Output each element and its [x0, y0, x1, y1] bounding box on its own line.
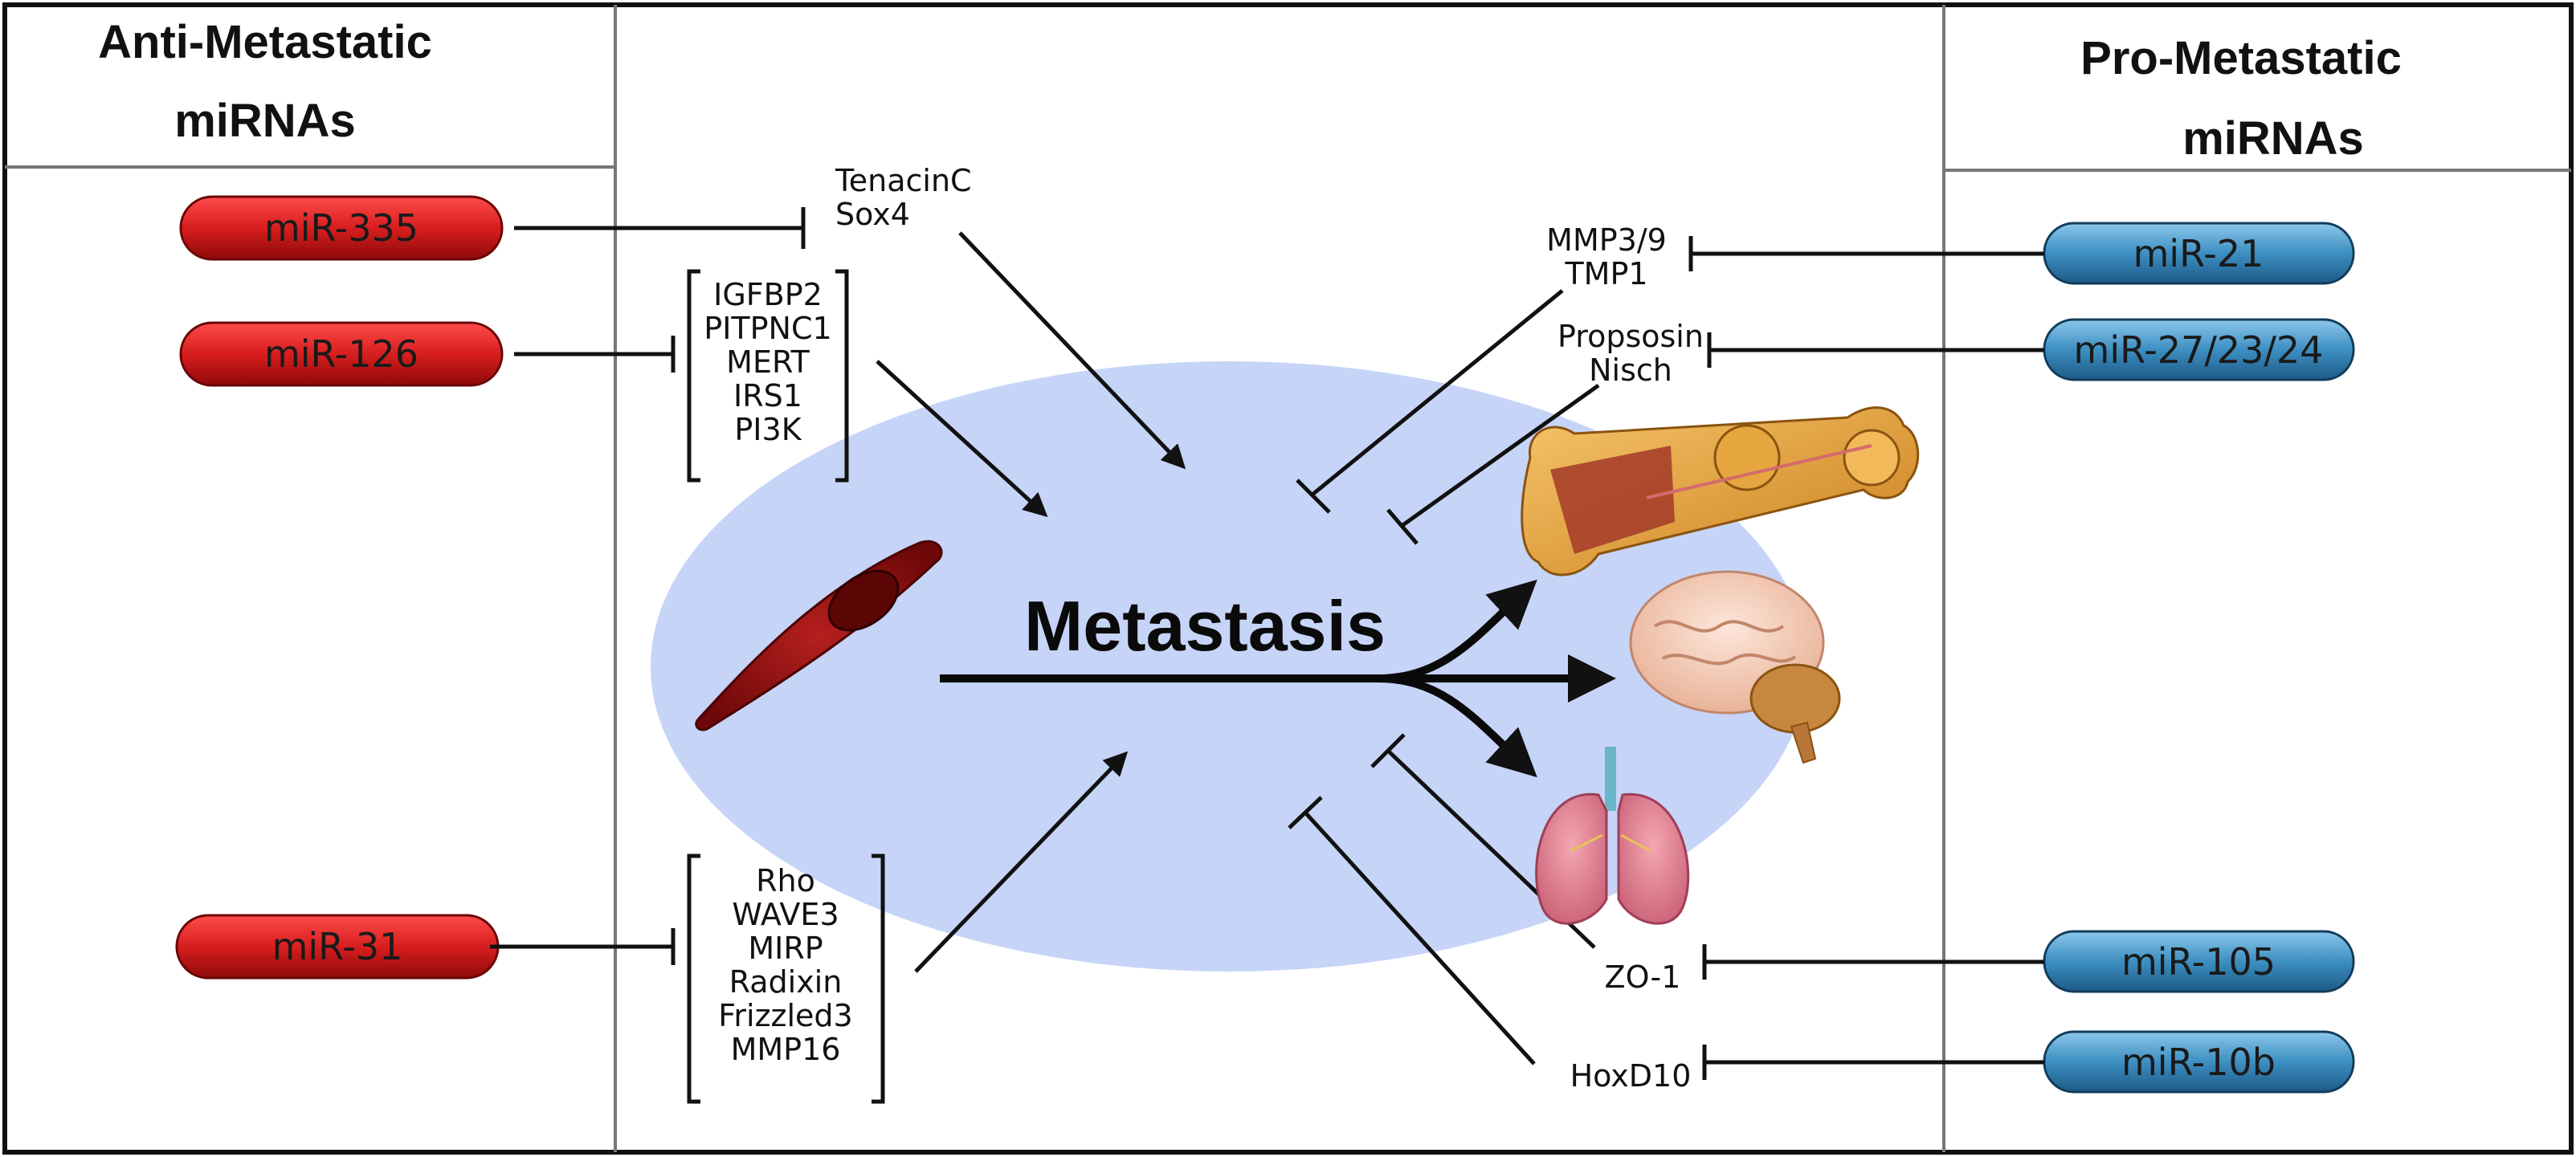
target-sox4: Sox4 [835, 197, 910, 232]
pill-mir105: miR-105 [2043, 930, 2355, 993]
target-mmp16: MMP16 [731, 1032, 841, 1067]
target-zo1: ZO-1 [1605, 959, 1681, 995]
pill-mir21-label: miR-21 [2133, 232, 2264, 275]
pill-mir31-label: miR-31 [272, 925, 403, 968]
pill-mir21: miR-21 [2043, 222, 2355, 285]
pill-mir126: miR-126 [179, 321, 504, 387]
pill-mir105-label: miR-105 [2121, 940, 2276, 984]
bracket-group-mir31 [687, 853, 885, 1104]
target-rho: Rho [756, 863, 815, 898]
cancer-cell-icon [695, 540, 943, 731]
pill-mir31: miR-31 [175, 914, 500, 980]
lungs-icon [1535, 747, 1690, 925]
target-radixin: Radixin [729, 964, 843, 1000]
target-mert: MERT [726, 344, 810, 380]
pill-mir126-label: miR-126 [264, 332, 418, 376]
left-header-line2: miRNAs [174, 95, 356, 147]
metastasis-title: Metastasis [1024, 586, 1386, 666]
target-hoxd10: HoxD10 [1570, 1058, 1692, 1094]
target-mmp39: MMP3/9 [1546, 222, 1667, 258]
bone-icon [1521, 406, 1920, 576]
target-frizzled3: Frizzled3 [718, 998, 852, 1033]
target-propsosin: Propsosin [1557, 319, 1704, 354]
target-tmp1: TMP1 [1564, 256, 1647, 291]
target-nisch: Nisch [1589, 352, 1672, 388]
target-igfbp2: IGFBP2 [713, 277, 823, 312]
metastasis-arrow [940, 579, 1616, 778]
bracket-group-mir126 [687, 269, 849, 483]
pill-mir27: miR-27/23/24 [2043, 318, 2355, 381]
pro-inhibition-lines [1688, 236, 2044, 1080]
target-irs1: IRS1 [733, 378, 802, 414]
target-wave3: WAVE3 [732, 897, 839, 932]
pill-mir10b-label: miR-10b [2121, 1041, 2276, 1084]
right-header-line1: Pro-Metastatic [2080, 32, 2402, 84]
target-pitpnc1: PITPNC1 [704, 311, 831, 346]
pill-mir335-label: miR-335 [264, 206, 418, 250]
target-mirp: MIRP [748, 931, 823, 966]
pill-mir335: miR-335 [179, 195, 504, 261]
metastasis-region [651, 361, 1807, 972]
pill-mir10b: miR-10b [2043, 1030, 2355, 1094]
target-inhibition-lines [1288, 289, 1600, 1065]
brain-icon [1629, 570, 1841, 764]
right-header-line2: miRNAs [2182, 112, 2364, 165]
activation-arrows [876, 231, 1186, 973]
anti-inhibition-lines [490, 207, 806, 965]
pill-mir27-label: miR-27/23/24 [2074, 328, 2324, 372]
target-tenacinc: TenacinC [835, 163, 972, 198]
target-pi3k: PI3K [734, 412, 802, 447]
left-header-line1: Anti-Metastatic [98, 16, 432, 68]
